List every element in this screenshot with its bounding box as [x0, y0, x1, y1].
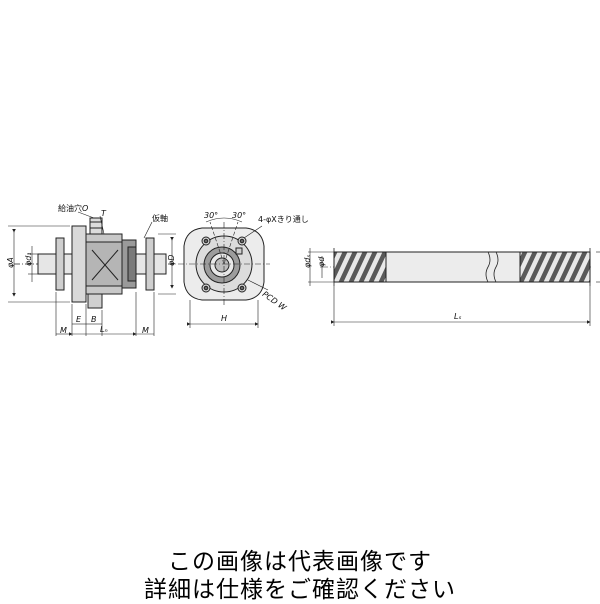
- check-specifications-note: 詳細は仕様をご確認ください: [144, 577, 456, 603]
- temp-shaft-label: 仮軸: [152, 213, 168, 223]
- representative-image-note: この画像は代表画像です: [168, 549, 432, 575]
- screw-shaft-view: [308, 248, 600, 326]
- label-M-right: M: [142, 326, 149, 335]
- label-B: B: [91, 315, 97, 324]
- label-phi-A: φA: [6, 257, 15, 268]
- label-M-left: M: [60, 326, 67, 335]
- label-phi-d: φd: [317, 256, 326, 267]
- label-H: H: [221, 314, 227, 323]
- label-Ls: Lₛ: [454, 312, 461, 321]
- angle-left-label: 30°: [204, 211, 218, 220]
- label-O: O: [82, 204, 88, 213]
- holes-label: 4-φXきり通し: [258, 214, 309, 224]
- nut-side-view: [8, 211, 176, 336]
- label-phi-D: φD: [167, 255, 176, 266]
- label-phi-ds: φdₛ: [303, 255, 312, 268]
- label-E: E: [76, 315, 82, 324]
- nut-front-view: [178, 217, 270, 328]
- oil-hole-label: 給油穴: [58, 203, 82, 213]
- label-phi-d1: φd₁: [24, 252, 33, 266]
- angle-right-label: 30°: [232, 211, 246, 220]
- label-Ln: Lₙ: [100, 325, 108, 334]
- label-T: T: [101, 209, 107, 218]
- pcd-label: PCD W: [261, 290, 289, 313]
